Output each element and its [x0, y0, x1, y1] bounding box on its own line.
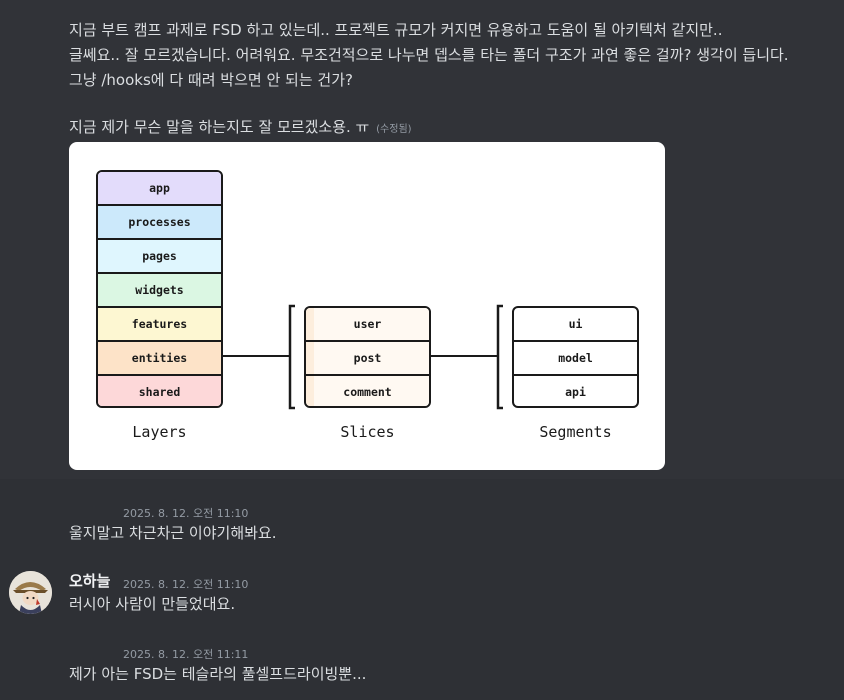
- caption-layers: Layers: [96, 423, 223, 441]
- message-text-content: 지금 제가 무슨 말을 하는지도 잘 모르겠소용. ㅠ: [69, 118, 369, 136]
- message-text: 울지말고 차근차근 이야기해봐요.: [69, 522, 277, 544]
- message-text-line-2: 글쎄요.. 잘 모르겠습니다. 어려워요. 무조건적으로 나누면 뎁스를 타는 …: [69, 44, 789, 66]
- slice-comment: comment: [306, 374, 429, 408]
- message-timestamp[interactable]: 2025. 8. 12. 오전 11:10: [123, 505, 248, 521]
- slice-label: user: [354, 317, 382, 331]
- caption-slices: Slices: [304, 423, 431, 441]
- segment-ui: ui: [514, 308, 637, 340]
- fsd-diagram-image[interactable]: app processes pages widgets features ent…: [69, 142, 665, 470]
- segment-label: model: [558, 351, 593, 365]
- segment-model: model: [514, 340, 637, 374]
- segments-stack: ui model api: [512, 306, 639, 408]
- message-text: 러시아 사람이 만들었대요.: [69, 593, 235, 615]
- slices-bracket-left: [290, 306, 295, 408]
- caption-segments: Segments: [512, 423, 639, 441]
- message-author-name[interactable]: 오하늘: [69, 570, 110, 591]
- slice-post: post: [306, 340, 429, 374]
- slice-user: user: [306, 308, 429, 340]
- avatar-illustration: [9, 571, 52, 614]
- slice-label: post: [354, 351, 382, 365]
- slices-stack: user post comment: [304, 306, 431, 408]
- slice-label: comment: [343, 385, 391, 399]
- message-text: 제가 아는 FSD는 테슬라의 풀셀프드라이빙뿐...: [69, 663, 366, 685]
- message-timestamp[interactable]: 2025. 8. 12. 오전 11:11: [123, 646, 248, 662]
- edited-label: (수정됨): [376, 124, 411, 135]
- message-timestamp[interactable]: 2025. 8. 12. 오전 11:10: [123, 576, 248, 592]
- segments-bracket-left: [498, 306, 503, 408]
- message-text-line-3: 그냥 /hooks에 다 때려 박으면 안 되는 건가?: [69, 69, 353, 91]
- segment-api: api: [514, 374, 637, 408]
- message-text-line-4: 지금 제가 무슨 말을 하는지도 잘 모르겠소용. ㅠ (수정됨): [69, 116, 412, 141]
- user-avatar[interactable]: [9, 571, 52, 614]
- segment-label: ui: [569, 317, 583, 331]
- message-text-line-1: 지금 부트 캠프 과제로 FSD 하고 있는데.. 프로젝트 규모가 커지면 유…: [69, 19, 722, 41]
- segment-label: api: [565, 385, 586, 399]
